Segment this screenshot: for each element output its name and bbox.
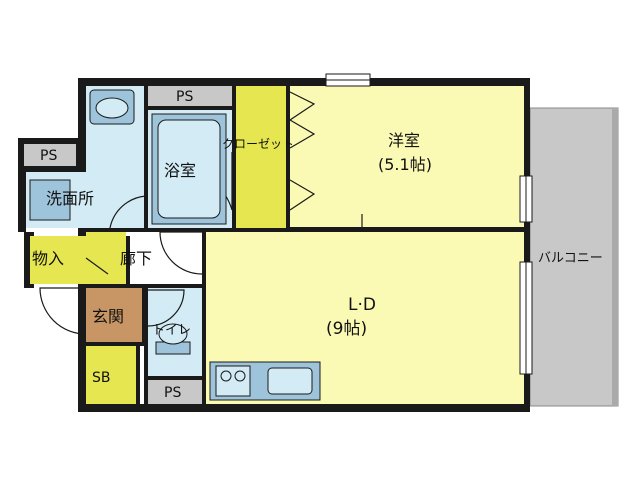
shoebox-label: SB (92, 370, 111, 386)
wall-entrance-bottom (86, 342, 144, 346)
door-washroom (109, 195, 147, 229)
hallway-label: 廊下 (120, 249, 152, 268)
bedroom-floor (290, 86, 524, 228)
wall-hall-top (86, 228, 202, 232)
storage-label: 物入 (32, 249, 64, 268)
wall-bath-closet (232, 86, 236, 228)
washing-machine (29, 179, 71, 221)
wall-shoebox-right (136, 346, 140, 404)
kitchen-counter (209, 361, 321, 401)
wall-toilet-left (144, 288, 148, 404)
wall-hall-bottom (86, 284, 144, 288)
closet-label: クローゼット (222, 137, 294, 151)
bedroom-name: 洋室 (388, 131, 420, 150)
washroom-label: 洗面所 (46, 189, 94, 208)
balcony-label: バルコニー (538, 251, 603, 266)
window-living-right (519, 261, 533, 375)
wall-storage-right (126, 236, 130, 284)
ps-top-floor (148, 86, 232, 106)
wall-ps-bath (148, 106, 232, 110)
partition-bedroom-living (290, 227, 524, 231)
living-size: (9帖) (326, 319, 367, 339)
wall-bath-ps (144, 86, 148, 228)
toilet-label: トイレ (152, 323, 191, 338)
ps-label-bottom: PS (164, 385, 181, 401)
storage-floor (86, 232, 126, 284)
entrance-floor (86, 288, 142, 342)
window-bedroom-top (325, 73, 371, 87)
storage-extend (30, 236, 86, 284)
closet-door (288, 91, 316, 149)
washbasin (89, 89, 135, 125)
ps-label-top: PS (176, 89, 193, 105)
balcony-railing (612, 108, 618, 406)
door-toilet (147, 289, 185, 327)
closet-floor (236, 86, 286, 228)
closet-door-2 (289, 179, 316, 211)
shoebox-floor (86, 346, 136, 404)
toilet-bowl (155, 323, 191, 355)
bedroom-size: (5.1帖) (378, 155, 432, 174)
exterior-left (14, 290, 78, 350)
wall-closet-right (286, 86, 290, 228)
door-entrance (39, 287, 87, 335)
bath-label: 浴室 (164, 161, 196, 180)
door-living (159, 231, 203, 275)
door-storage (85, 257, 109, 275)
balcony (529, 107, 619, 407)
window-bedroom-right (519, 175, 533, 223)
exterior-top-left (14, 70, 78, 138)
living-name: L·D (348, 295, 376, 315)
bathtub (151, 113, 227, 225)
ps-label-left: PS (40, 148, 57, 164)
ps-left-floor (24, 144, 76, 166)
storage-wall (24, 232, 34, 288)
entrance-label: 玄関 (92, 307, 124, 326)
ps-bottom-floor (148, 380, 202, 404)
washroom-extend-wall (18, 172, 26, 232)
wall-toilet-bottom (148, 376, 202, 380)
wall-living-left (202, 228, 206, 404)
